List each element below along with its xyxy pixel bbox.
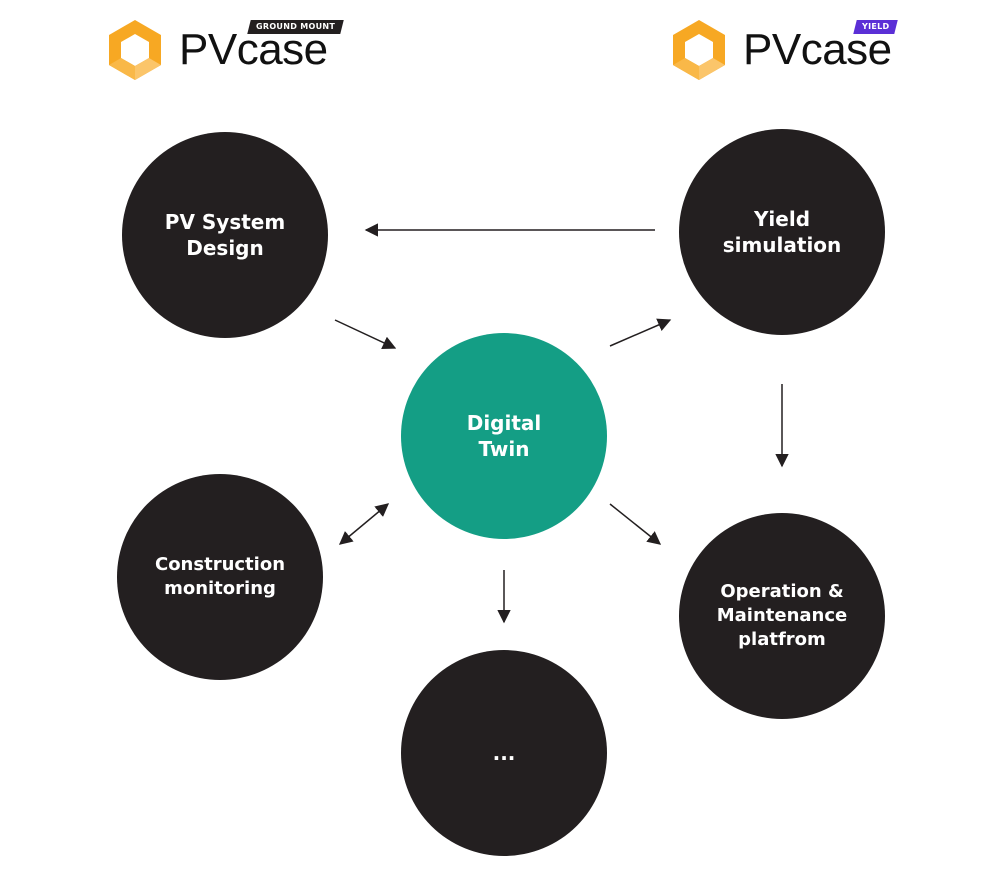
node-operation-maintenance: Operation & Maintenance platfrom bbox=[679, 513, 885, 719]
node-pv-system-design: PV System Design bbox=[122, 132, 328, 338]
pvcase-hexagon-icon bbox=[673, 20, 725, 80]
brand-pv: PV bbox=[743, 25, 801, 74]
node-yield-simulation: Yield simulation bbox=[679, 129, 885, 335]
pvcase-yield-logo: PVcase YIELD bbox=[667, 14, 907, 84]
pvcase-ground-mount-logo: PVcase GROUND MOUNT bbox=[103, 14, 344, 84]
node-more: ... bbox=[401, 650, 607, 856]
node-construction-monitoring: Construction monitoring bbox=[117, 474, 323, 680]
node-label: Operation & Maintenance platfrom bbox=[716, 581, 848, 650]
node-label: Construction monitoring bbox=[154, 554, 286, 599]
node-label: ... bbox=[492, 741, 516, 765]
arrow-twin-construction-double bbox=[338, 503, 390, 545]
node-digital-twin: Digital Twin bbox=[401, 333, 607, 539]
node-label: Digital Twin bbox=[466, 411, 542, 461]
node-label: PV System Design bbox=[164, 210, 286, 260]
pvcase-hexagon-icon bbox=[109, 20, 161, 80]
arrow-twin-to-yield bbox=[609, 318, 672, 347]
node-label: Yield simulation bbox=[722, 207, 842, 257]
arrow-design-to-twin bbox=[334, 319, 397, 349]
brand-pv: PV bbox=[179, 25, 237, 74]
arrow-twin-to-operation bbox=[609, 503, 662, 545]
